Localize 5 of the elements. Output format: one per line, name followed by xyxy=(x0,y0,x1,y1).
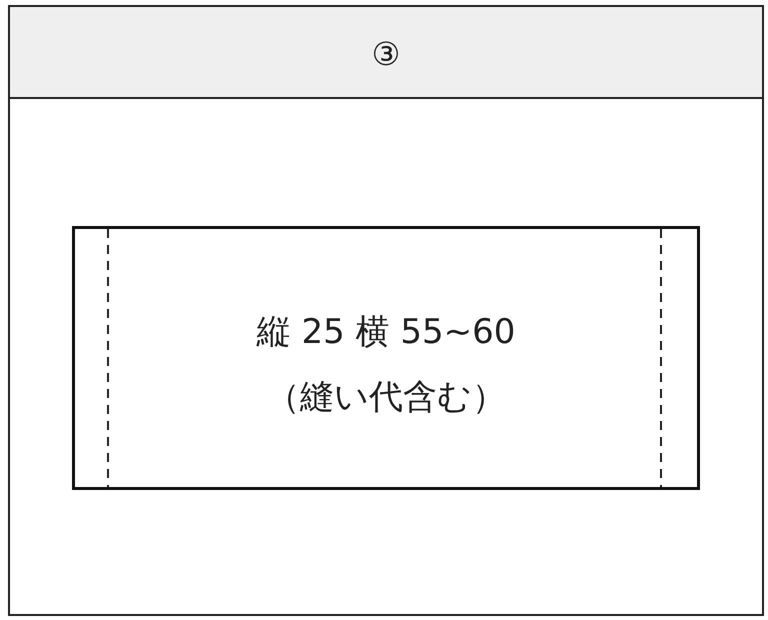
panel-frame xyxy=(8,5,764,616)
step-number: ③ xyxy=(370,35,402,73)
fabric-rectangle xyxy=(72,226,700,490)
note-text: （縫い代含む） xyxy=(265,376,507,419)
size-text: 縦 25 横 55~60 xyxy=(256,311,516,354)
